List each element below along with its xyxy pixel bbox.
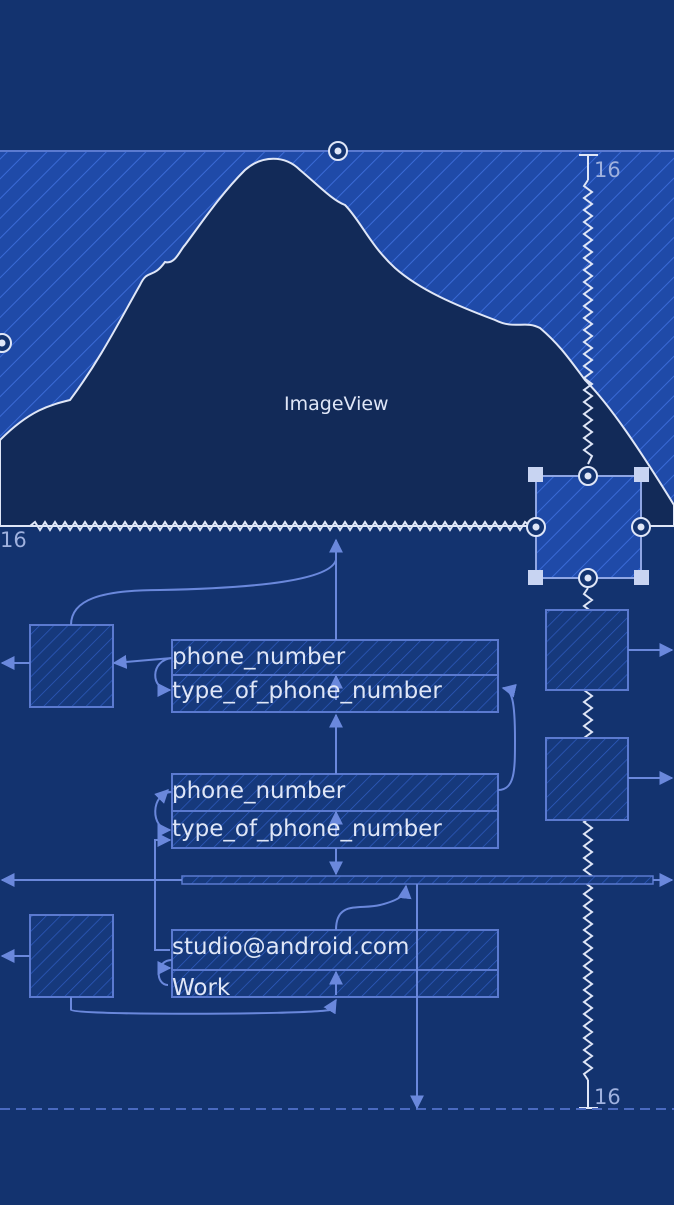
mountain-shape (0, 157, 674, 527)
widget-top-anchor-icon[interactable] (578, 466, 598, 486)
top-anchor-icon[interactable] (328, 141, 348, 161)
group3-primary-text: studio@android.com (172, 934, 410, 960)
group1-secondary-text: type_of_phone_number (172, 678, 442, 704)
widget-left-anchor-icon[interactable] (526, 517, 546, 537)
image-view-label: ImageView (284, 393, 389, 415)
left-anchor-icon[interactable] (0, 333, 12, 353)
group1-primary-text: phone_number (172, 644, 346, 670)
group2-primary-text: phone_number (172, 778, 346, 804)
top-right-constraint-spring (582, 179, 594, 465)
bottom-bar (0, 1110, 674, 1200)
left-margin-value: 16 (0, 528, 27, 552)
right-widget-1[interactable] (545, 609, 629, 691)
widget-bottom-anchor-icon[interactable] (578, 568, 598, 588)
right-widget-2[interactable] (545, 737, 629, 821)
widget-right-anchor-icon[interactable] (631, 517, 651, 537)
group2-secondary-text: type_of_phone_number (172, 816, 442, 842)
top-bar (0, 0, 674, 150)
left-widget-2[interactable] (29, 914, 114, 998)
bottom-margin-value: 16 (594, 1085, 621, 1109)
selected-widget[interactable] (528, 467, 649, 585)
horizontal-divider-widget[interactable] (181, 875, 654, 885)
group3-secondary-text: Work (172, 975, 231, 998)
bottom-constraint-spring (29, 520, 531, 532)
constraint-connectors (0, 538, 674, 1110)
top-margin-value: 16 (594, 158, 621, 182)
left-widget-1[interactable] (29, 624, 114, 708)
